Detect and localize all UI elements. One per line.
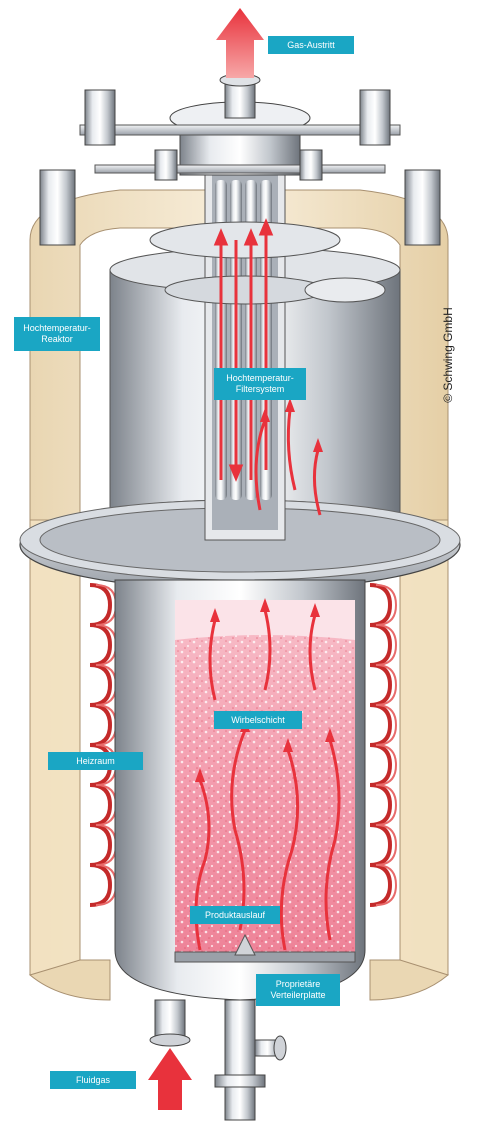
label-reactor: Hochtemperatur- Reaktor (14, 317, 100, 351)
label-fluidized-bed: Wirbelschicht (214, 711, 302, 729)
heating-coil-left (90, 585, 116, 905)
label-gas-outlet: Gas-Austritt (268, 36, 354, 54)
label-heating-room: Heizraum (48, 752, 143, 770)
heating-coil-right (370, 585, 396, 905)
label-product-outlet: Produktauslauf (190, 906, 280, 924)
label-filter: Hochtemperatur- Filtersystem (214, 368, 306, 400)
fluid-gas-arrow (148, 1048, 192, 1110)
copyright-text: © Schwing GmbH (441, 280, 455, 430)
label-fluid-gas: Fluidgas (50, 1071, 136, 1089)
gas-outlet-arrow (216, 8, 264, 78)
lower-vessel (115, 580, 365, 1000)
label-distributor: Proprietäre Verteilerplatte (256, 974, 340, 1006)
